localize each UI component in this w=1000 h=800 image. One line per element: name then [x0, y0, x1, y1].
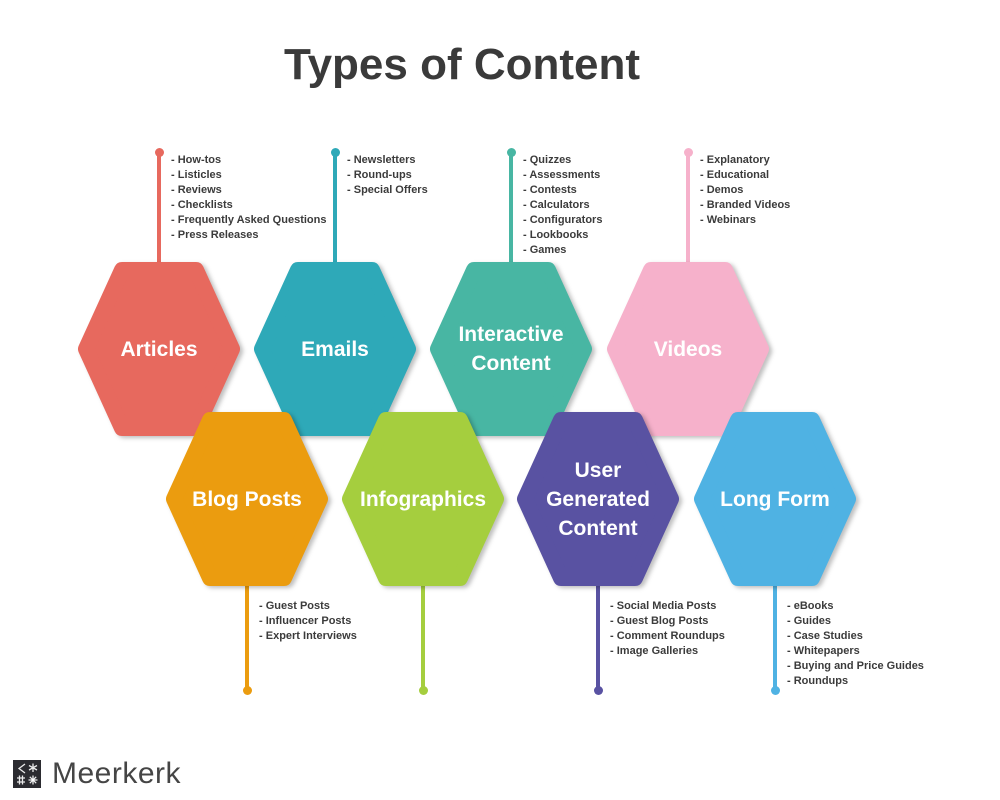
list-item: Round-ups — [347, 168, 428, 183]
list-item: Influencer Posts — [259, 614, 357, 629]
interactive-content-hexagon: Interactive Content — [430, 262, 592, 436]
infographics-callout-line — [421, 578, 425, 690]
hexagon-shape — [517, 412, 679, 586]
articles-endpoint-dot — [155, 148, 164, 157]
list-item: Educational — [700, 168, 790, 183]
list-item: Frequently Asked Questions — [171, 213, 327, 228]
interactive-content-label: Interactive Content — [458, 323, 564, 375]
list-item: Configurators — [523, 213, 603, 228]
list-item: Case Studies — [787, 629, 924, 644]
list-item: Lookbooks — [523, 228, 602, 243]
hexagon-shape — [254, 262, 416, 436]
emails-label: Emails — [301, 337, 369, 361]
list-item: eBooks — [787, 599, 924, 614]
articles-callout-line — [157, 150, 161, 268]
page-title: Types of Content — [283, 40, 641, 89]
list-item: Calculators — [523, 198, 602, 213]
emails-item-list: NewslettersRound-upsSpecial Offers — [347, 153, 428, 198]
long-form-endpoint-dot — [771, 686, 780, 695]
hexagon-shape — [78, 262, 240, 436]
list-item: Listicles — [171, 168, 326, 183]
blog-posts-item-list: Guest PostsInfluencer PostsExpert Interv… — [259, 599, 357, 644]
list-item: Quizzes — [523, 153, 602, 168]
list-item: Guest Posts — [259, 599, 357, 614]
hexagon-shape — [430, 262, 592, 436]
videos-label: Videos — [653, 337, 723, 361]
videos-hexagon: Videos — [607, 262, 769, 436]
ugc-label: User Generated Content — [546, 458, 650, 540]
emails-callout-line — [333, 150, 337, 268]
list-item: Checklists — [171, 198, 326, 213]
list-item: Webinars — [700, 213, 790, 228]
blog-posts-hexagon: Blog Posts — [166, 412, 328, 586]
hexagon-shape — [607, 262, 769, 436]
list-item: Special Offers — [347, 183, 428, 198]
hexagon-shape — [694, 412, 856, 586]
blog-posts-label: Blog Posts — [192, 487, 302, 511]
videos-endpoint-dot — [684, 148, 693, 157]
ugc-hexagon: User Generated Content — [517, 412, 679, 586]
list-item: Press Releases — [171, 228, 326, 243]
list-item: Games — [523, 243, 602, 258]
long-form-item-list: eBooksGuidesCase StudiesWhitepapersBuyin… — [787, 599, 924, 689]
infographics-endpoint-dot — [419, 686, 428, 695]
interactive-content-item-list: QuizzesAssessmentsContestsCalculatorsCon… — [523, 153, 602, 258]
blog-posts-endpoint-dot — [243, 686, 252, 695]
emails-hexagon: Emails — [254, 262, 416, 436]
videos-item-list: ExplanatoryEducationalDemosBranded Video… — [700, 153, 791, 228]
list-item: Whitepapers — [787, 644, 924, 659]
articles-hexagon: Articles — [78, 262, 240, 436]
ugc-endpoint-dot — [594, 686, 603, 695]
ugc-item-list: Social Media PostsGuest Blog PostsCommen… — [610, 599, 725, 659]
list-item: Guides — [787, 614, 924, 629]
brand-name: Meerkerk — [52, 757, 182, 790]
list-item: Explanatory — [700, 153, 790, 168]
list-item: Newsletters — [347, 153, 428, 168]
infographics-label: Infographics — [359, 487, 486, 511]
list-item: Expert Interviews — [259, 629, 357, 644]
list-item: Image Galleries — [610, 644, 725, 659]
hexagon-shape — [342, 412, 504, 586]
ugc-callout-line — [596, 578, 600, 690]
list-item: Guest Blog Posts — [610, 614, 725, 629]
articles-label: Articles — [120, 337, 198, 361]
articles-item-list: How-tosListiclesReviewsChecklistsFrequen… — [171, 153, 327, 243]
emails-endpoint-dot — [331, 148, 340, 157]
long-form-callout-line — [773, 578, 777, 690]
meerkerk-logo-icon — [13, 760, 41, 788]
long-form-hexagon: Long Form — [694, 412, 856, 586]
list-item: Assessments — [523, 168, 602, 183]
interactive-content-callout-line — [509, 150, 513, 268]
list-item: Contests — [523, 183, 602, 198]
brand-logo: Meerkerk — [13, 757, 181, 791]
list-item: Demos — [700, 183, 790, 198]
list-item: Social Media Posts — [610, 599, 725, 614]
list-item: Branded Videos — [700, 198, 791, 213]
videos-callout-line — [686, 150, 690, 268]
long-form-label: Long Form — [720, 487, 830, 511]
interactive-content-endpoint-dot — [507, 148, 516, 157]
list-item: How-tos — [171, 153, 326, 168]
list-item: Roundups — [787, 674, 924, 689]
hexagon-shape — [166, 412, 328, 586]
list-item: Reviews — [171, 183, 326, 198]
list-item: Buying and Price Guides — [787, 659, 924, 674]
list-item: Comment Roundups — [610, 629, 725, 644]
blog-posts-callout-line — [245, 578, 249, 690]
infographics-hexagon: Infographics — [342, 412, 504, 586]
